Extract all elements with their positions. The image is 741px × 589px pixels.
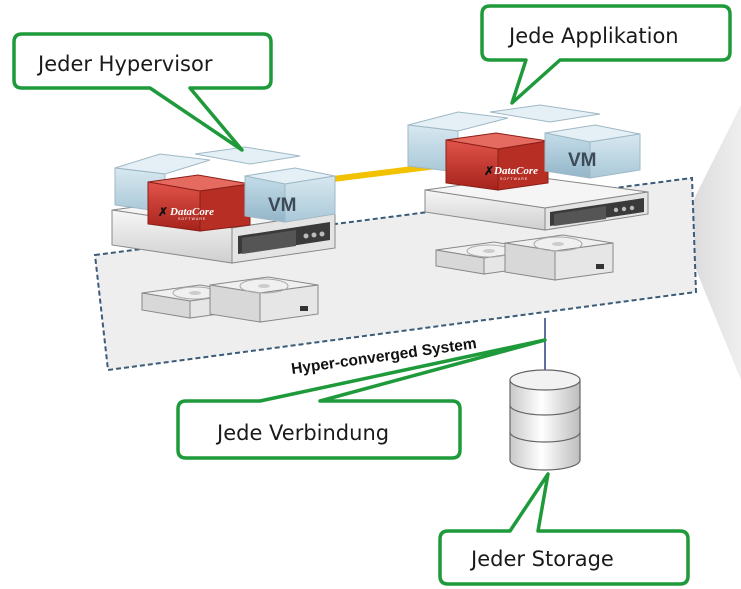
callout-hypervisor: Jeder Hypervisor [12,32,273,152]
callout-hypervisor-text: Jeder Hypervisor [36,52,213,76]
logo-subtext: SOFTWARE [500,177,528,181]
vm-label: VM [268,195,297,216]
svg-text:✗: ✗ [158,205,168,219]
callout-connection: Jede Verbindung [176,338,547,460]
left-node: VM ✗ DataCore SOFTWARE [111,146,336,323]
callout-connection-text: Jede Verbindung [215,421,389,445]
database-icon [509,369,581,471]
disk-drive-icon [209,276,319,323]
right-node: VM ✗ DataCore SOFTWARE [407,104,649,281]
datacore-logo: ✗ DataCore SOFTWARE [158,205,214,221]
svg-text:✗: ✗ [484,164,494,178]
callout-application: Jede Applikation [480,4,732,105]
vm-stack: VM ✗ DataCore SOFTWARE [407,104,641,191]
logo-text: DataCore [493,165,538,177]
callout-storage: Jeder Storage [438,472,690,586]
callout-storage-text: Jeder Storage [469,547,614,571]
logo-subtext: SOFTWARE [178,217,206,221]
datacore-logo: ✗ DataCore SOFTWARE [484,164,538,181]
vm-label: VM [568,150,597,171]
vm-stack: VM ✗ DataCore SOFTWARE [114,146,336,232]
arrow-icon [686,105,741,380]
logo-text: DataCore [169,206,214,218]
callout-application-text: Jede Applikation [507,24,679,48]
disk-drive-icon [504,234,614,281]
